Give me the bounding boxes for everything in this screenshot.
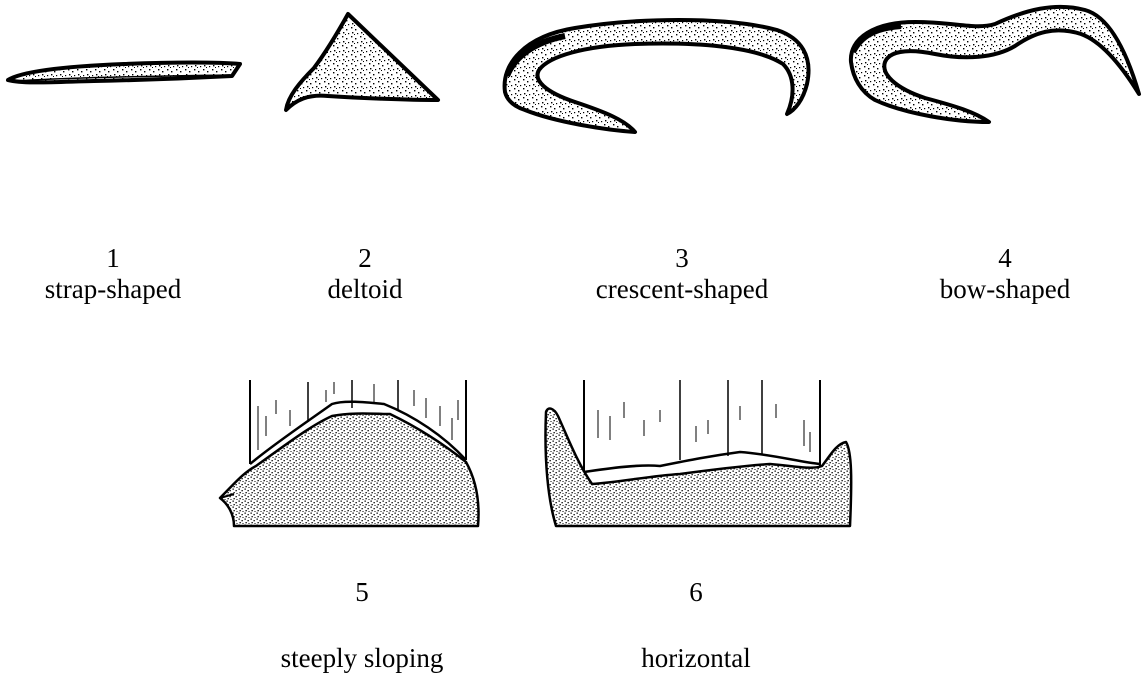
figure-number: 3 (675, 243, 689, 274)
deltoid-shape (278, 8, 458, 118)
crescent-shaped-shape (495, 6, 825, 146)
figure-number: 4 (998, 243, 1012, 274)
figure-label: bow-shaped (940, 274, 1070, 305)
figure-label: horizontal (641, 643, 750, 674)
steeply-sloping-shape (214, 380, 484, 530)
figure-label: steeply sloping (281, 643, 444, 674)
figure-number: 1 (106, 243, 120, 274)
strap-shaped-shape (4, 50, 244, 95)
horizontal-shape (540, 380, 860, 530)
figure-number: 2 (358, 243, 372, 274)
figure-number: 5 (355, 577, 369, 608)
figure-label: strap-shaped (45, 274, 181, 305)
figure-label: crescent-shaped (596, 274, 768, 305)
figure-label: deltoid (328, 274, 403, 305)
figure-number: 6 (689, 577, 703, 608)
bow-shaped-shape (845, 2, 1145, 132)
